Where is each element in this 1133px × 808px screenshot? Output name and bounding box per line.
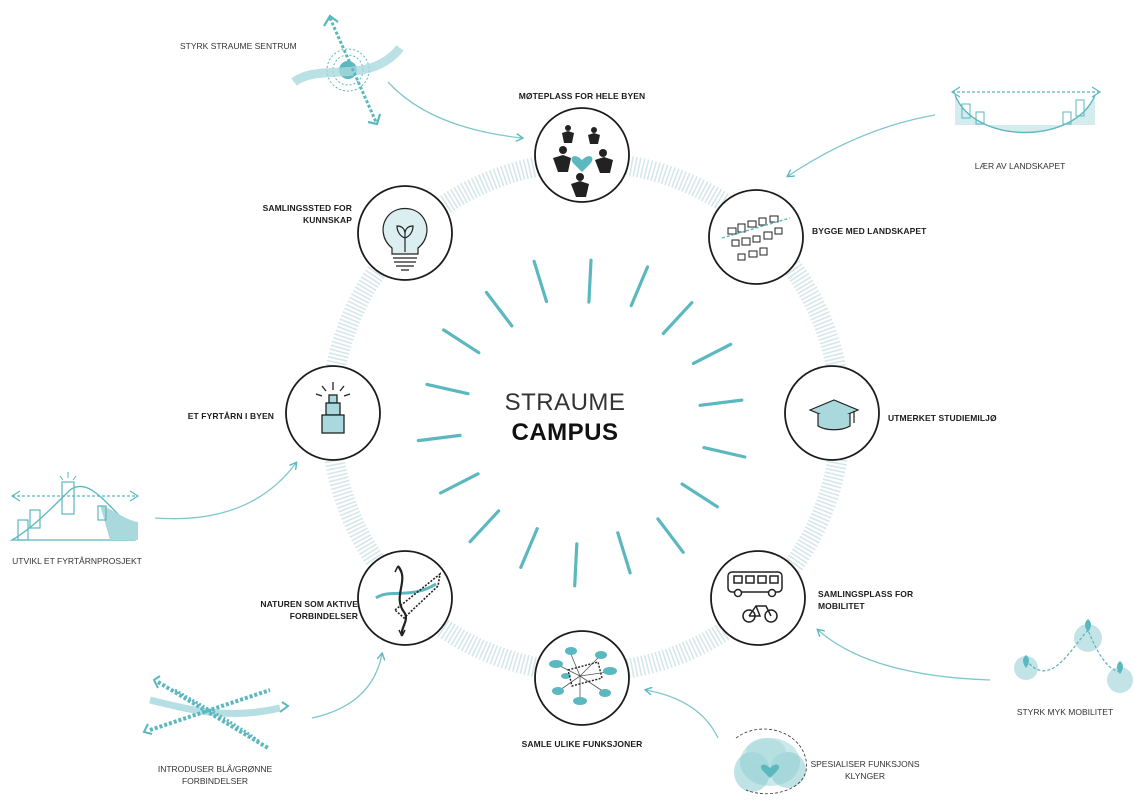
label-bygge: BYGGE MED LANDSKAPET: [812, 226, 927, 236]
caption-straume-sentrum: STYRK STRAUME SENTRUM: [180, 41, 297, 51]
sunburst-ray: [629, 265, 650, 308]
center-arrows-icon: [291, 14, 404, 126]
title-line-2: CAMPUS: [511, 419, 619, 446]
arrow-klynger: [646, 690, 719, 739]
sunburst-ray: [416, 433, 462, 443]
sunburst-ray: [691, 342, 733, 365]
sunburst-ray: [661, 301, 694, 336]
label-fyrtarn: ET FYRTÅRN I BYEN: [187, 411, 274, 421]
graduation-cap-icon: [808, 399, 860, 431]
sunburst-ray: [587, 258, 593, 304]
arrow-fyrtarnprosjekt: [154, 463, 296, 520]
node-naturen: [357, 550, 453, 646]
title-line-1: STRAUME: [504, 389, 626, 416]
sunburst-ray: [532, 259, 549, 304]
landscape-icon: [950, 86, 1102, 134]
people-heart-icon: [553, 125, 613, 197]
caption-blagronne-line-2: FORBINDELSER: [181, 776, 249, 786]
label-kunnskap-line-2: KUNNSKAP: [303, 215, 352, 225]
blue-green-arrows-icon: [142, 675, 290, 750]
node-bygge: [708, 189, 804, 285]
node-studiemiljo: [784, 365, 880, 461]
sunburst-ray: [484, 290, 514, 328]
arrow-sentrum: [387, 81, 522, 138]
caption-landskapet: LÆR AV LANDSKAPET: [974, 161, 1066, 171]
label-funksjoner: SAMLE ULIKE FUNKSJONER: [521, 739, 643, 749]
sunburst-rays: [416, 258, 747, 588]
node-funksjoner: [534, 630, 630, 726]
node-kunnskap: [357, 185, 453, 281]
label-naturen-line-1: NATUREN SOM AKTIVE: [260, 599, 358, 609]
campus-title: STRAUME CAMPUS: [480, 388, 650, 448]
green-connection-icon: [375, 565, 442, 637]
cluster-icon: [549, 647, 617, 705]
label-naturen: NATUREN SOM AKTIVE FORBINDELSER: [212, 598, 358, 622]
node-fyrtarn: [285, 365, 381, 461]
lighthouse-icon: [315, 382, 351, 434]
label-kunnskap-line-1: SAMLINGSSTED FOR: [262, 203, 352, 213]
label-mobilitet: SAMLINGSPLASS FOR MOBILITET: [818, 588, 913, 612]
sunburst-ray: [439, 472, 480, 495]
label-naturen-line-2: FORBINDELSER: [289, 611, 358, 621]
caption-klynger-line-2: KLYNGER: [845, 771, 885, 781]
caption-klynger-line-1: SPESIALISER FUNKSJONS: [810, 759, 920, 769]
label-mobilitet-line-2: MOBILITET: [818, 601, 865, 611]
label-kunnskap: SAMLINGSSTED FOR KUNNSKAP: [216, 202, 352, 226]
map-pins-icon: [1014, 619, 1133, 693]
heart-cluster-icon: [734, 728, 807, 794]
sunburst-ray: [680, 482, 720, 509]
buildings-plan-icon: [721, 215, 791, 261]
sunburst-ray: [656, 517, 685, 554]
label-moteplass: MØTEPLASS FOR HELE BYEN: [518, 91, 646, 101]
sunburst-ray: [698, 398, 744, 407]
label-studiemiljo: UTMERKET STUDIEMILJØ: [888, 413, 997, 423]
caption-klynger: SPESIALISER FUNKSJONS KLYNGER: [800, 758, 930, 782]
bus-bike-icon: [727, 571, 783, 623]
sunburst-ray: [442, 328, 481, 355]
caption-myk-mobilitet: STYRK MYK MOBILITET: [1016, 707, 1114, 717]
arrow-blagronne: [311, 654, 382, 719]
sunburst-ray: [425, 382, 470, 396]
arrow-landskapet: [788, 114, 936, 176]
node-moteplass: [534, 107, 630, 203]
lightbulb-icon: [382, 207, 428, 271]
caption-blagronne-line-1: INTRODUSER BLÅ/GRØNNE: [157, 764, 273, 774]
connector-arrows: [154, 81, 991, 739]
label-mobilitet-line-1: SAMLINGSPLASS FOR: [818, 589, 914, 599]
caption-fyrtarnprosjekt: UTVIKL ET FYRTÅRNPROSJEKT: [12, 556, 142, 566]
lighthouse-landscape-icon: [9, 472, 140, 541]
sunburst-ray: [573, 542, 579, 588]
sunburst-ray: [519, 527, 539, 570]
sunburst-ray: [616, 531, 632, 575]
node-mobilitet: [710, 550, 806, 646]
sunburst-ray: [702, 446, 747, 459]
caption-blagronne: INTRODUSER BLÅ/GRØNNE FORBINDELSER: [150, 763, 280, 787]
arrow-myk-mobilitet: [818, 630, 991, 681]
sunburst-ray: [468, 509, 501, 544]
